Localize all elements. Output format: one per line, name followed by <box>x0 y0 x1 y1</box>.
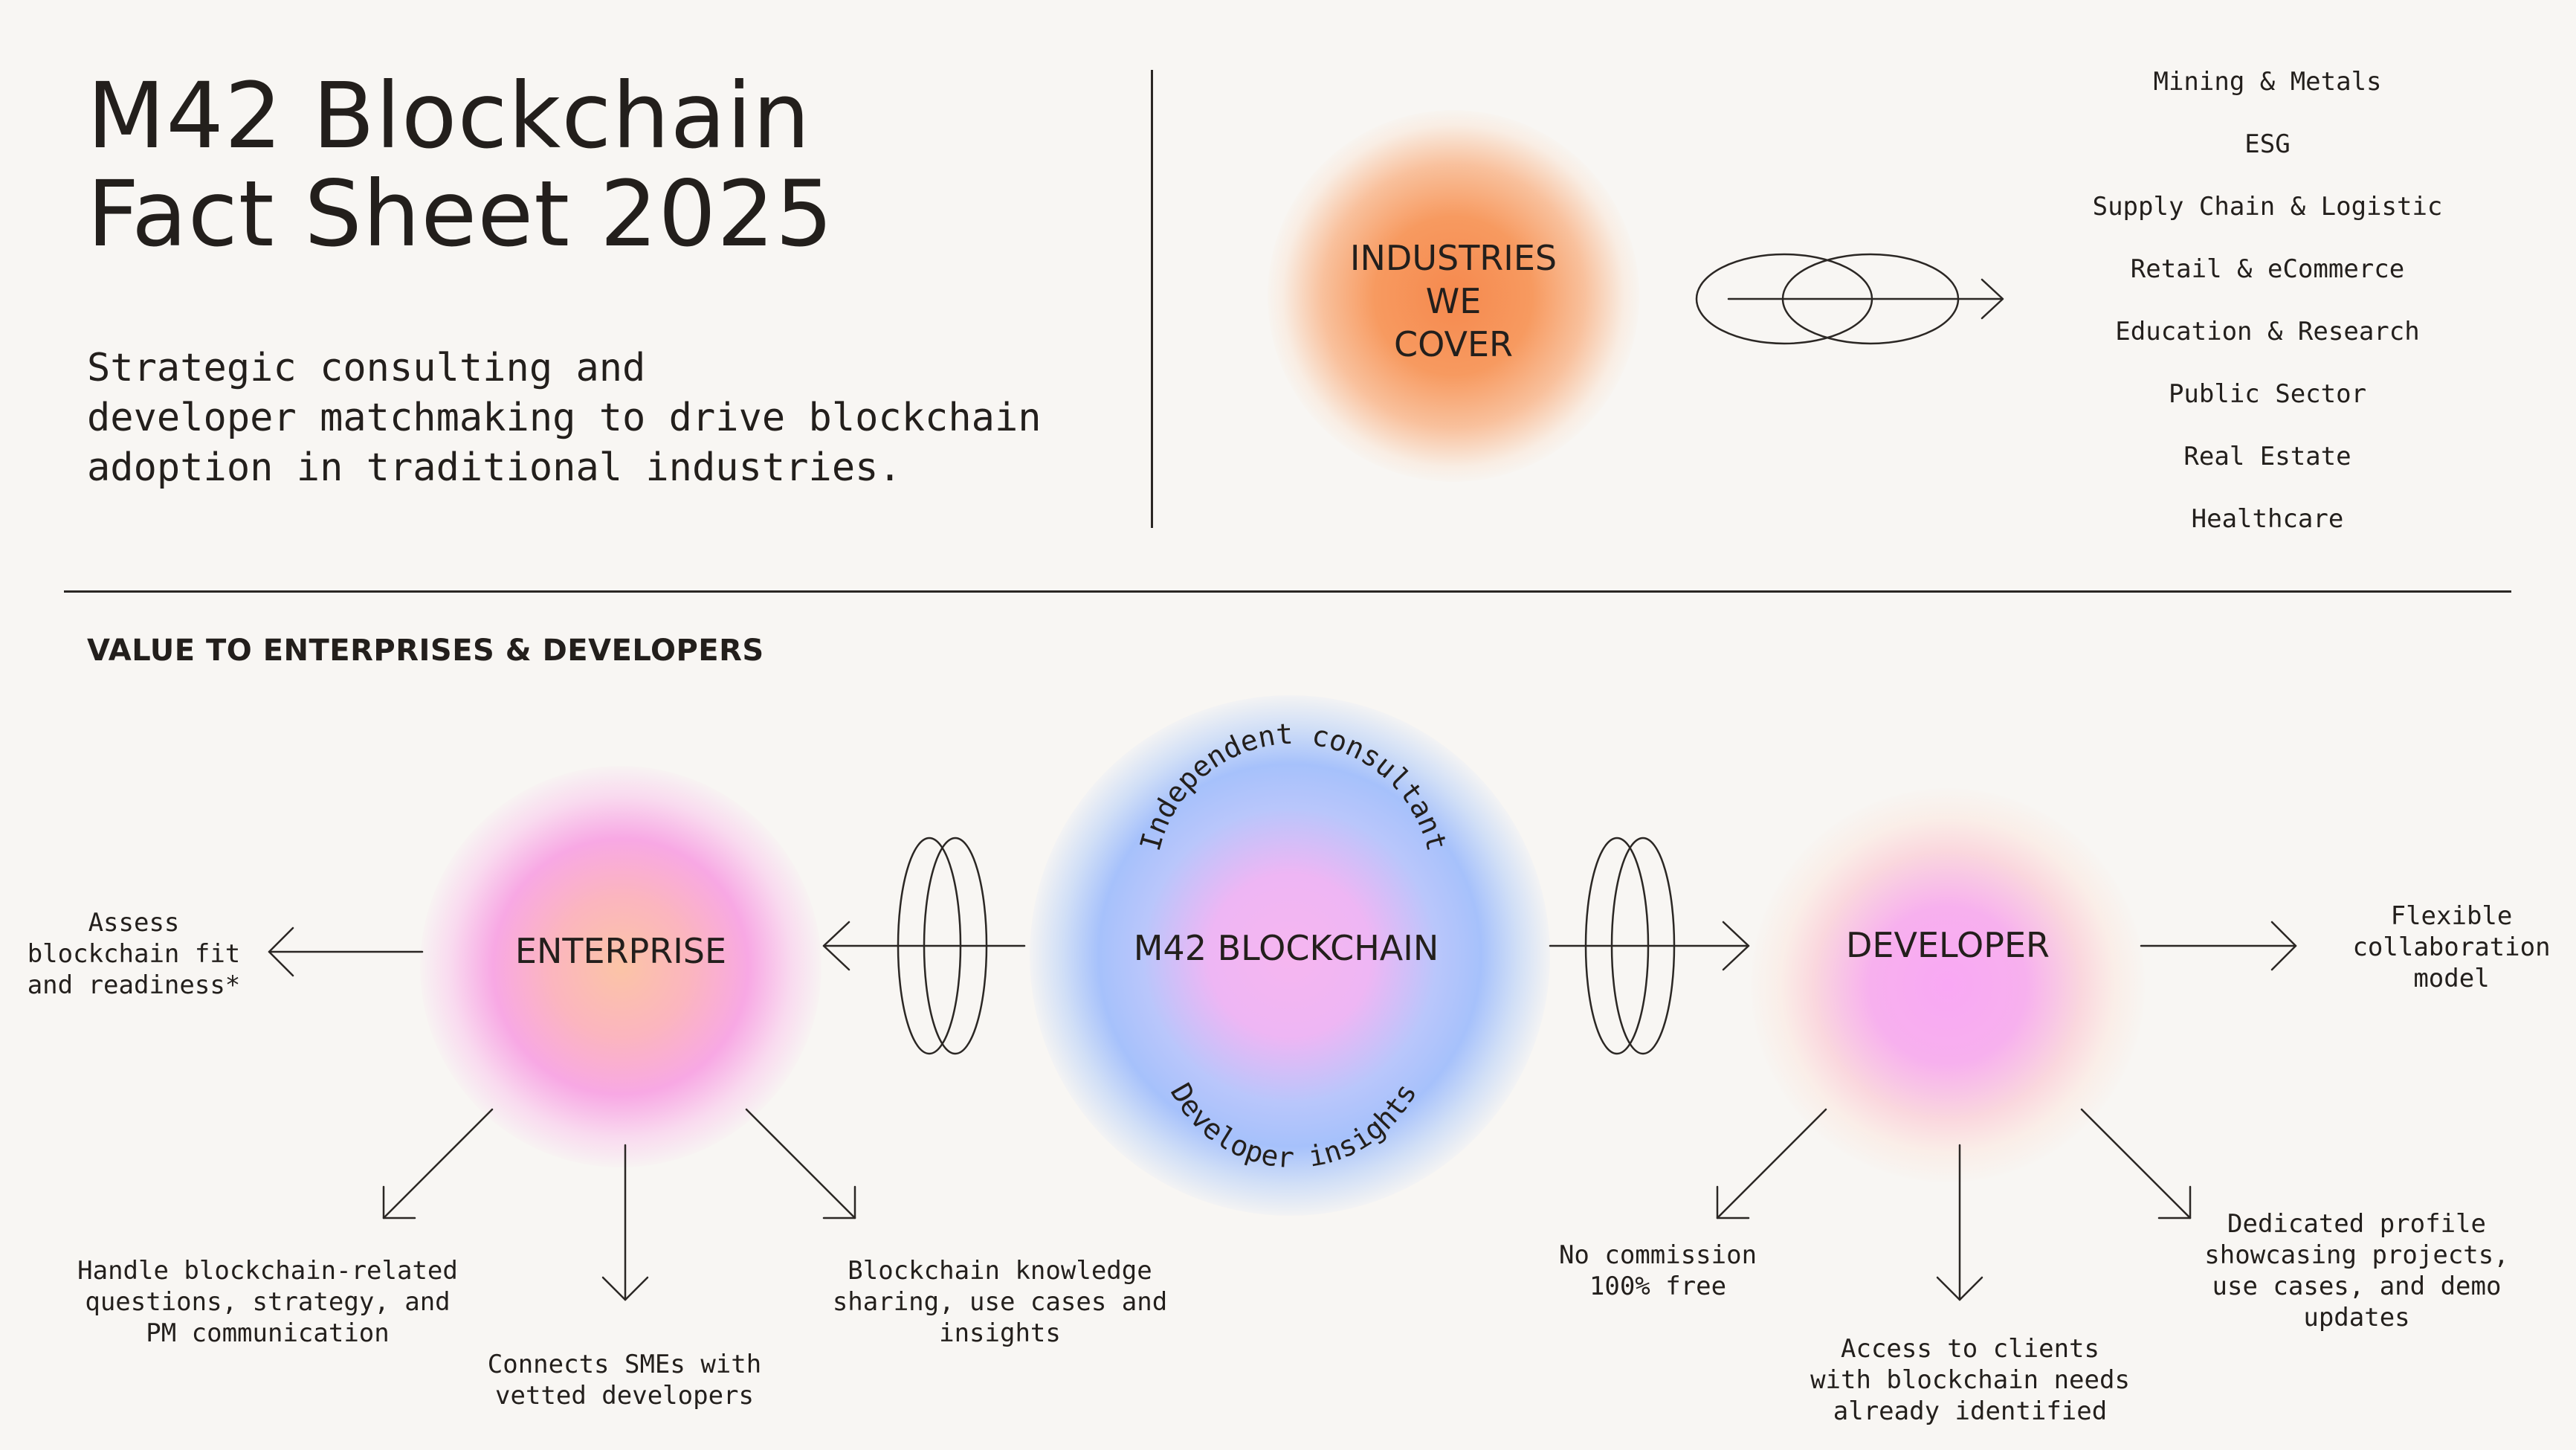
industry-item: Healthcare <box>2191 504 2344 534</box>
enterprise-outcome-3: Blockchain knowledge sharing, use cases … <box>832 1256 1168 1348</box>
developer-label: DEVELOPER <box>1846 925 2050 965</box>
enterprise-outcome-2: Connects SMEs with vetted developers <box>487 1350 762 1411</box>
industry-item: Education & Research <box>2115 317 2420 347</box>
developer-outcome-3: Dedicated profile showcasing projects, u… <box>2204 1209 2509 1333</box>
title-line-2: Fact Sheet 2025 <box>87 161 834 267</box>
arc-top-text: Independent consultant <box>1134 718 1453 854</box>
enterprise-outcome-1: Handle blockchain-related questions, str… <box>77 1256 458 1348</box>
industries-label: INDUSTRIES WE COVER <box>1349 238 1557 364</box>
horizontal-divider <box>64 590 2511 593</box>
industry-item: Mining & Metals <box>2153 67 2382 97</box>
arc-bottom-label: Developer insights <box>1164 1077 1423 1174</box>
industry-item: Real Estate <box>2183 442 2351 471</box>
developer-outcome-2: Access to clients with blockchain needs … <box>1810 1334 2130 1426</box>
vertical-divider <box>1151 70 1153 528</box>
industries-list: Mining & Metals ESG Supply Chain & Logis… <box>1970 61 2565 561</box>
industry-item: Public Sector <box>2168 379 2367 409</box>
developer-outcome-1: No commission 100% free <box>1558 1240 1757 1301</box>
enterprise-label: ENTERPRISE <box>514 931 727 971</box>
page-title: M42 Blockchain Fact Sheet 2025 <box>87 67 833 263</box>
subtitle: Strategic consulting and developer match… <box>87 346 1042 490</box>
arc-bottom-text: Developer insights <box>1164 1077 1423 1174</box>
industry-item: Supply Chain & Logistic <box>2092 192 2443 222</box>
developer-right-note: Flexible collaboration model <box>2352 901 2551 993</box>
industry-item: ESG <box>2244 129 2291 159</box>
m42-blockchain-label: M42 BLOCKCHAIN <box>1133 928 1439 968</box>
developer-glow <box>1751 788 2145 1182</box>
arc-top-label: Independent consultant <box>1134 718 1453 854</box>
enterprise-glow <box>420 766 821 1167</box>
enterprise-left-note: Assess blockchain fit and readiness* <box>27 908 241 1000</box>
title-line-1: M42 Blockchain <box>87 63 811 169</box>
industry-item: Retail & eCommerce <box>2130 254 2405 284</box>
industries-glow <box>1268 110 1639 482</box>
section-title: VALUE TO ENTERPRISES & DEVELOPERS <box>87 634 764 668</box>
m42-glow <box>1030 695 1550 1216</box>
